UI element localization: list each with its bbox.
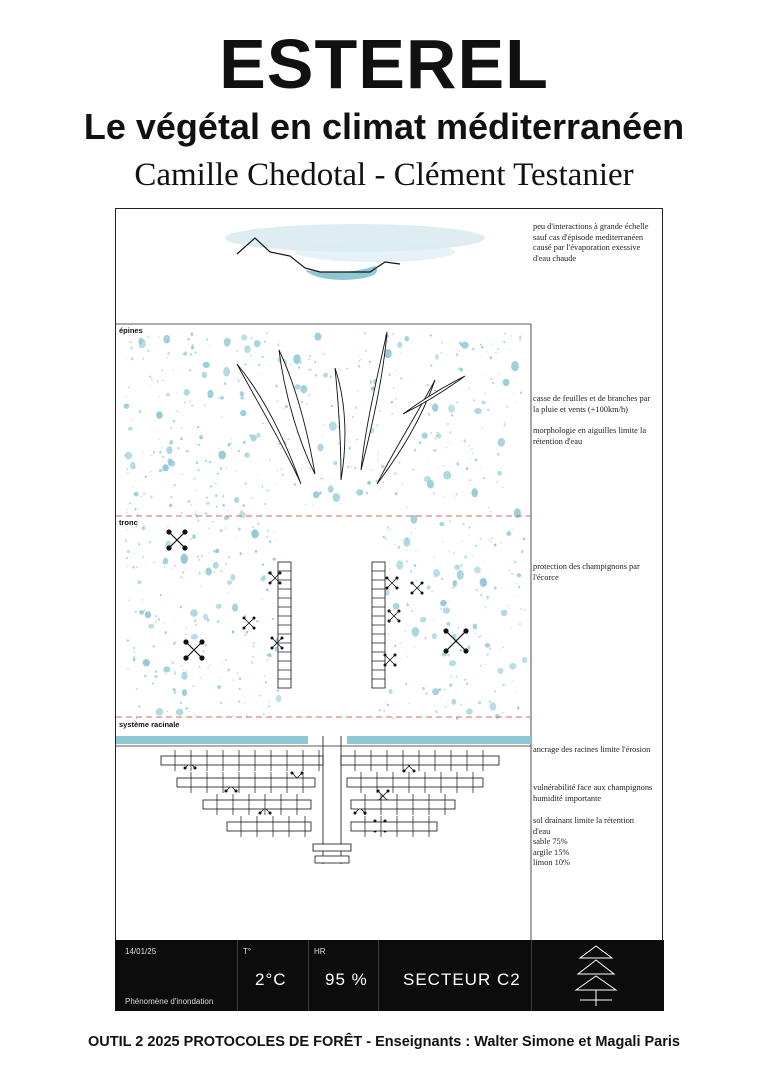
temperature-label: T°: [243, 947, 252, 956]
landscape-illustration: [225, 224, 485, 280]
event-label: Phénomène d'inondation: [125, 997, 214, 1006]
diagram-canvas: [116, 224, 532, 943]
bark-ladders: [277, 561, 386, 689]
water-droplets: [123, 332, 528, 721]
poster-title: ESTEREL: [219, 25, 549, 103]
humidity-value: 95 %: [325, 970, 368, 989]
temperature-value: 2°C: [255, 970, 287, 989]
poster-authors: Camille Chedotal - Clément Testanier: [134, 157, 634, 193]
ground-strip-left: [116, 736, 308, 744]
annotation-anchoring: ancrage des racines limite l'érosion: [533, 745, 651, 754]
root-system: [160, 736, 500, 864]
sector-value: SECTEUR C2: [403, 970, 521, 989]
date-value: 14/01/25: [125, 947, 157, 956]
humidity-label: HR: [314, 947, 326, 956]
tree-logo-icon: [574, 945, 618, 1006]
zone-label-racines: système racinale: [119, 720, 180, 729]
zone-label-tronc: tronc: [119, 518, 138, 527]
needles-illustration: [236, 331, 466, 485]
ground-strip-right: [347, 736, 531, 744]
poster-subtitle: Le végétal en climat méditerranéen: [83, 106, 685, 147]
zone-label-epines: épines: [119, 326, 143, 335]
footer-credits: OUTIL 2 2025 PROTOCOLES DE FORÊT - Ensei…: [88, 1034, 680, 1050]
info-bar: 14/01/25 Phénomène d'inondation T° 2°C H…: [115, 940, 664, 1011]
